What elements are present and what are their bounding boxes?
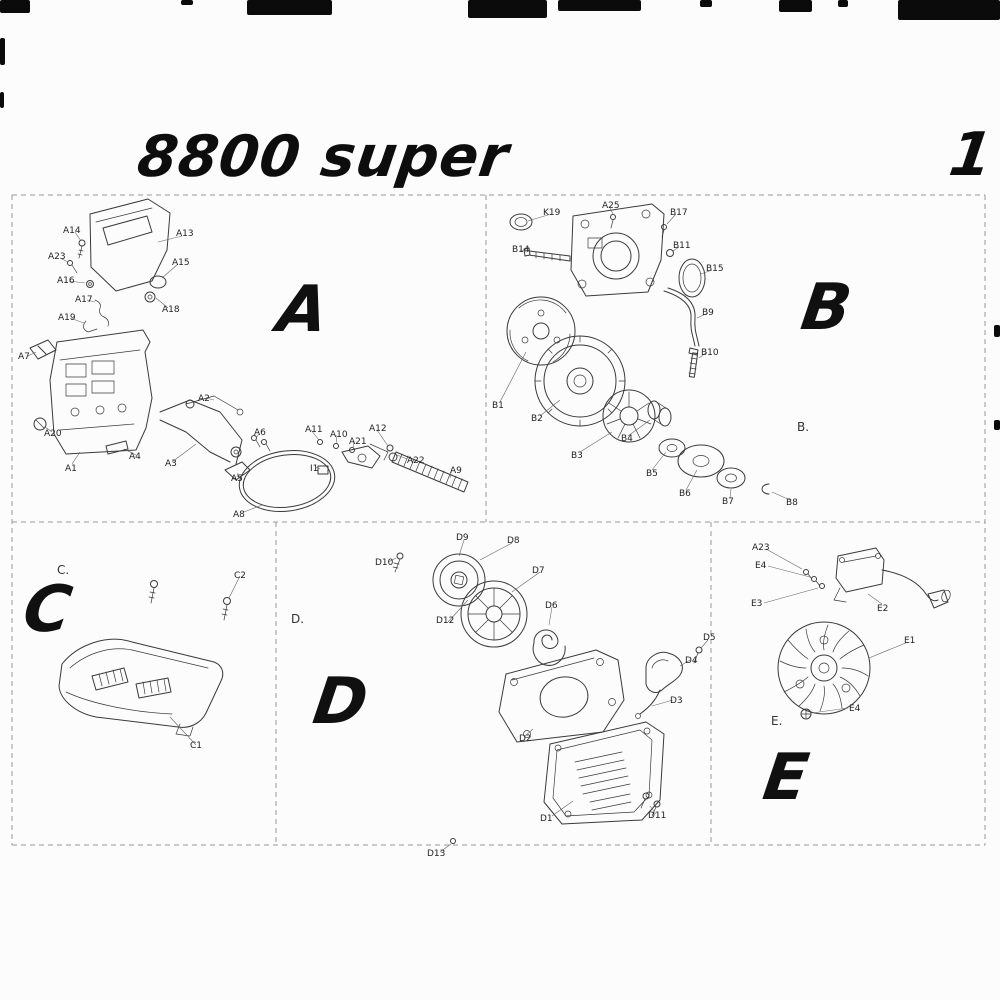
scan-artifact	[0, 0, 30, 13]
scan-artifact	[247, 0, 332, 15]
part-label: A12	[369, 424, 387, 434]
part-label: E1	[904, 636, 916, 646]
part-label: D4	[685, 656, 698, 666]
section-letter-a: A	[272, 273, 333, 347]
part-label: A4	[129, 452, 141, 462]
section-c-illustration	[58, 575, 241, 746]
section-note-b: B.	[797, 420, 810, 434]
scan-artifact	[0, 38, 5, 65]
section-letter-c: C	[18, 573, 77, 647]
part-label: A2	[198, 394, 210, 404]
part-label: C2	[234, 571, 247, 581]
section-letter-b: B	[796, 271, 856, 345]
part-label: B11	[673, 241, 691, 251]
part-label: A21	[349, 437, 367, 447]
scan-artifact	[898, 0, 1000, 20]
scan-artifact	[700, 0, 712, 7]
part-label: K19	[543, 208, 561, 218]
part-label: A10	[330, 430, 348, 440]
part-label: A23	[752, 543, 770, 553]
part-label: A22	[407, 456, 425, 466]
part-label: A13	[176, 229, 194, 239]
part-label: D1	[540, 814, 553, 824]
section-e-illustration	[763, 547, 951, 720]
scan-artifact	[181, 0, 193, 5]
part-label: B7	[722, 497, 734, 507]
part-label: B2	[531, 414, 543, 424]
part-label: A7	[18, 352, 30, 362]
part-label: A23	[48, 252, 66, 262]
part-label: B8	[786, 498, 798, 508]
part-label: B9	[702, 308, 714, 318]
part-label: A20	[44, 429, 62, 439]
scan-artifact	[0, 92, 4, 108]
scan-artifact	[994, 420, 1000, 430]
section-a-illustration	[27, 198, 469, 513]
part-label: D9	[456, 533, 469, 543]
part-label: B10	[701, 348, 719, 358]
scan-artifact	[468, 0, 547, 18]
scan-artifact	[779, 0, 812, 12]
section-letter-e: E	[758, 741, 813, 815]
part-label: B3	[571, 451, 583, 461]
part-label: E4	[849, 704, 861, 714]
part-label: B6	[679, 489, 691, 499]
part-label: C1	[190, 741, 203, 751]
part-label: A3	[165, 459, 177, 469]
part-label: A5	[231, 474, 243, 484]
section-d-illustration	[387, 539, 709, 853]
part-label: B5	[646, 469, 658, 479]
part-label: E4	[755, 561, 767, 571]
part-label: B1	[492, 401, 504, 411]
part-label: A25	[602, 201, 620, 211]
part-label: D3	[670, 696, 683, 706]
scan-artifact	[994, 325, 1000, 337]
part-label: D10	[375, 558, 394, 568]
part-label: A6	[254, 428, 266, 438]
part-label: B15	[706, 264, 724, 274]
part-label: D5	[703, 633, 716, 643]
part-label: E2	[877, 604, 889, 614]
page-title: 8800 super	[133, 124, 514, 190]
part-label: A11	[305, 425, 323, 435]
part-label: D6	[545, 601, 558, 611]
part-label: A14	[63, 226, 81, 236]
part-label: A16	[57, 276, 75, 286]
part-label: A19	[58, 313, 76, 323]
section-note-e: E.	[771, 714, 783, 728]
section-note-d: D.	[291, 612, 305, 626]
part-label: B4	[621, 434, 633, 444]
panel-borders	[11, 194, 986, 846]
part-label: A1	[65, 464, 77, 474]
scan-artifact	[558, 0, 641, 11]
part-label: D8	[507, 536, 520, 546]
part-label: D12	[436, 616, 455, 626]
part-label: B17	[670, 208, 688, 218]
part-label: A8	[233, 510, 245, 520]
part-label: I1	[310, 464, 319, 474]
part-label: E3	[751, 599, 763, 609]
section-letter-d: D	[308, 665, 373, 739]
part-label: A9	[450, 466, 462, 476]
part-label: B14	[512, 245, 530, 255]
scan-artifact	[838, 0, 848, 7]
part-label: A15	[172, 258, 190, 268]
part-label: D11	[648, 811, 667, 821]
part-label: D13	[427, 849, 446, 859]
section-note-c: C.	[57, 563, 70, 577]
part-label: A18	[162, 305, 180, 315]
part-label: D7	[532, 566, 545, 576]
part-label: A17	[75, 295, 93, 305]
section-b-illustration	[499, 203, 791, 501]
part-label: D2	[519, 734, 532, 744]
